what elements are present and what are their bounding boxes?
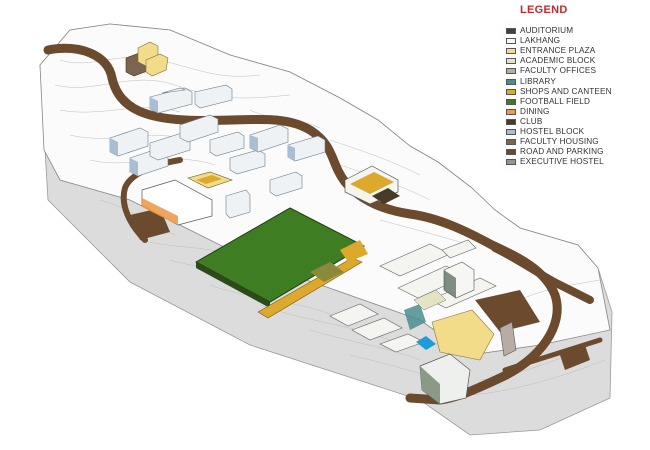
legend-label: FOOTBALL FIELD	[520, 96, 591, 106]
legend-label: HOSTEL BLOCK	[520, 126, 585, 136]
legend-label: LIBRARY	[520, 76, 556, 86]
faculty-housing	[125, 41, 169, 77]
legend-label: FACULTY HOUSING	[520, 137, 599, 147]
legend-item-club: CLUB	[496, 117, 646, 127]
legend-item-hostel-block: HOSTEL BLOCK	[496, 127, 646, 137]
entrance-plaza-area	[404, 289, 517, 405]
legend-label: ROAD AND PARKING	[520, 147, 604, 157]
legend-swatch	[506, 28, 516, 35]
legend-label: FACULTY OFFICES	[520, 66, 597, 76]
legend-item-road-and-parking: ROAD AND PARKING	[496, 147, 646, 157]
legend-item-dining: DINING	[496, 107, 646, 117]
football-field	[194, 207, 368, 319]
hostel-shadows	[110, 97, 295, 176]
legend-label: SHOPS AND CANTEEN	[520, 86, 612, 96]
legend-swatch	[506, 108, 516, 115]
legend-swatch	[506, 58, 516, 65]
legend-swatch	[506, 48, 516, 55]
legend-swatch	[506, 38, 516, 45]
legend-label: EXECUTIVE HOSTEL	[520, 157, 604, 167]
legend-swatch	[506, 139, 516, 146]
legend-swatch	[506, 149, 516, 156]
legend-label: DINING	[520, 106, 550, 116]
legend-label: ACADEMIC BLOCK	[520, 56, 596, 66]
legend-title: LEGEND	[520, 4, 568, 16]
legend-item-executive-hostel: EXECUTIVE HOSTEL	[496, 157, 646, 167]
legend-item-auditorium: AUDITORIUM	[496, 26, 646, 36]
legend-swatch	[506, 88, 516, 95]
legend: LEGEND AUDITORIUM LAKHANG ENTRANCE PLAZA…	[496, 4, 646, 167]
legend-item-lakhang: LAKHANG	[496, 36, 646, 46]
auditorium	[443, 261, 475, 299]
hostel-blocks	[109, 84, 326, 219]
legend-swatch	[506, 128, 516, 135]
legend-item-library: LIBRARY	[496, 76, 646, 86]
legend-label: ENTRANCE PLAZA	[520, 46, 596, 56]
dining-complex	[141, 171, 233, 226]
legend-label: LAKHANG	[520, 36, 561, 46]
legend-item-entrance-plaza: ENTRANCE PLAZA	[496, 46, 646, 56]
legend-label: AUDITORIUM	[520, 26, 574, 36]
club-building	[344, 165, 400, 205]
legend-swatch	[506, 78, 516, 85]
legend-swatch	[506, 98, 516, 105]
legend-item-faculty-offices: FACULTY OFFICES	[496, 66, 646, 76]
legend-item-shops-and-canteen: SHOPS AND CANTEEN	[496, 87, 646, 97]
legend-list: AUDITORIUM LAKHANG ENTRANCE PLAZA ACADEM…	[496, 26, 646, 167]
legend-swatch	[506, 118, 516, 125]
legend-label: CLUB	[520, 116, 543, 126]
legend-item-academic-block: ACADEMIC BLOCK	[496, 56, 646, 66]
legend-swatch	[506, 68, 516, 75]
legend-item-faculty-housing: FACULTY HOUSING	[496, 137, 646, 147]
legend-swatch	[506, 159, 516, 166]
legend-item-football-field: FOOTBALL FIELD	[496, 97, 646, 107]
